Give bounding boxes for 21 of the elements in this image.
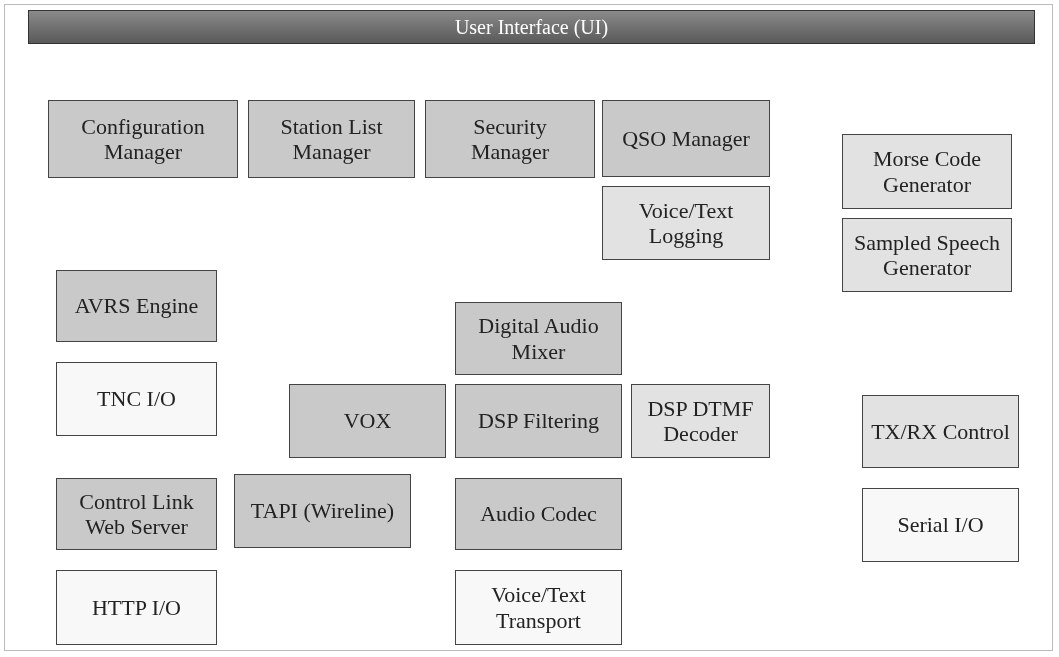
- module-box: Serial I/O: [862, 488, 1019, 562]
- module-box: Digital Audio Mixer: [455, 302, 622, 375]
- module-box: DSP DTMF Decoder: [631, 384, 770, 458]
- module-box: QSO Manager: [602, 100, 770, 177]
- module-box: TAPI (Wireline): [234, 474, 411, 548]
- module-box: Control Link Web Server: [56, 478, 217, 550]
- module-box: Security Manager: [425, 100, 595, 178]
- module-box: Audio Codec: [455, 478, 622, 550]
- module-box: Morse Code Generator: [842, 134, 1012, 209]
- module-box: Voice/Text Transport: [455, 570, 622, 645]
- module-box: DSP Filtering: [455, 384, 622, 458]
- header-band: User Interface (UI): [28, 10, 1035, 44]
- module-box: Voice/Text Logging: [602, 186, 770, 260]
- module-box: Configuration Manager: [48, 100, 238, 178]
- module-box: Sampled Speech Generator: [842, 218, 1012, 292]
- module-box: HTTP I/O: [56, 570, 217, 645]
- module-box: VOX: [289, 384, 446, 458]
- module-box: Station List Manager: [248, 100, 415, 178]
- module-box: TX/RX Control: [862, 395, 1019, 468]
- module-box: TNC I/O: [56, 362, 217, 436]
- module-box: AVRS Engine: [56, 270, 217, 342]
